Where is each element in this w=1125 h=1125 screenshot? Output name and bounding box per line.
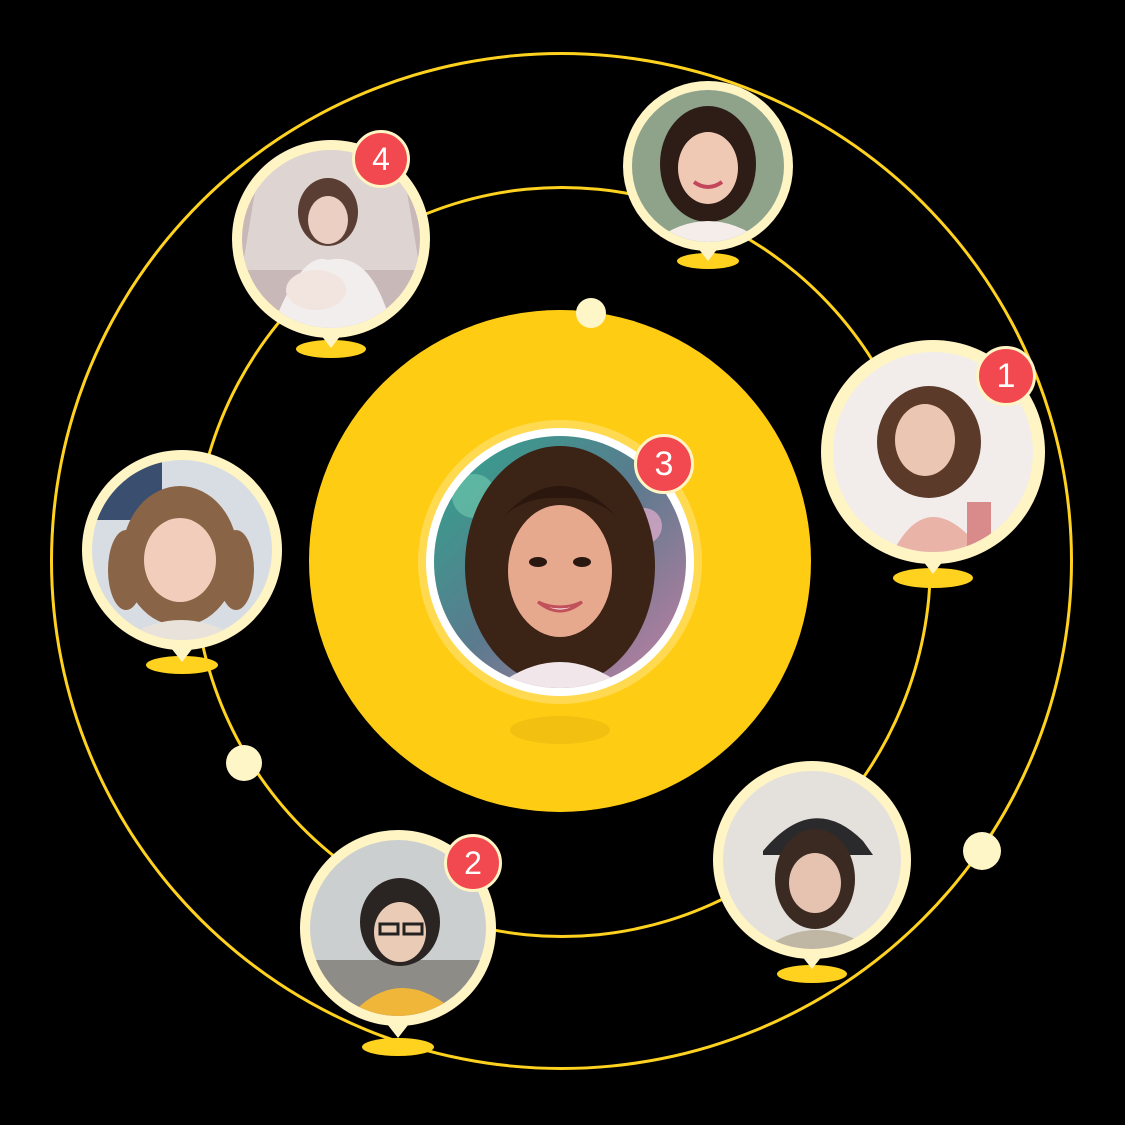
orbit-dot [576, 298, 606, 328]
pin-frame [713, 761, 911, 959]
user-pin[interactable] [232, 140, 430, 360]
user-avatar[interactable] [723, 771, 901, 949]
pin-frame [82, 450, 282, 650]
user-avatar[interactable] [92, 460, 272, 640]
pin-frame [300, 830, 496, 1026]
pin-shadow [893, 568, 973, 588]
user-avatar[interactable] [310, 840, 486, 1016]
outer-orbit-ring [50, 52, 1073, 1070]
user-avatar[interactable] [632, 90, 784, 242]
user-avatar-photo-icon [92, 460, 272, 640]
user-avatar-photo-icon [242, 150, 420, 328]
center-user-avatar[interactable] [426, 428, 694, 696]
pin-shadow [777, 965, 847, 983]
notification-badge: 3 [634, 434, 694, 494]
user-avatar-photo-icon [723, 771, 901, 949]
orbit-dot [226, 745, 262, 781]
pin-shadow [677, 253, 739, 269]
user-avatar-photo-icon [434, 436, 686, 688]
notification-badge: 2 [444, 834, 502, 892]
notification-badge: 1 [976, 346, 1036, 406]
user-pin[interactable] [713, 761, 911, 983]
user-avatar[interactable] [242, 150, 420, 328]
user-pin[interactable] [300, 830, 496, 1056]
user-pin[interactable] [82, 450, 282, 674]
user-avatar-photo-icon [310, 840, 486, 1016]
pin-frame [232, 140, 430, 338]
orbit-dot [963, 832, 1001, 870]
pin-shadow [296, 340, 366, 358]
pin-frame [623, 81, 793, 251]
notification-badge: 4 [352, 130, 410, 188]
user-pin[interactable] [623, 81, 793, 271]
pin-shadow [146, 656, 218, 674]
user-avatar-photo-icon [632, 90, 784, 242]
pin-shadow [362, 1038, 434, 1056]
center-avatar-shadow [510, 716, 610, 744]
